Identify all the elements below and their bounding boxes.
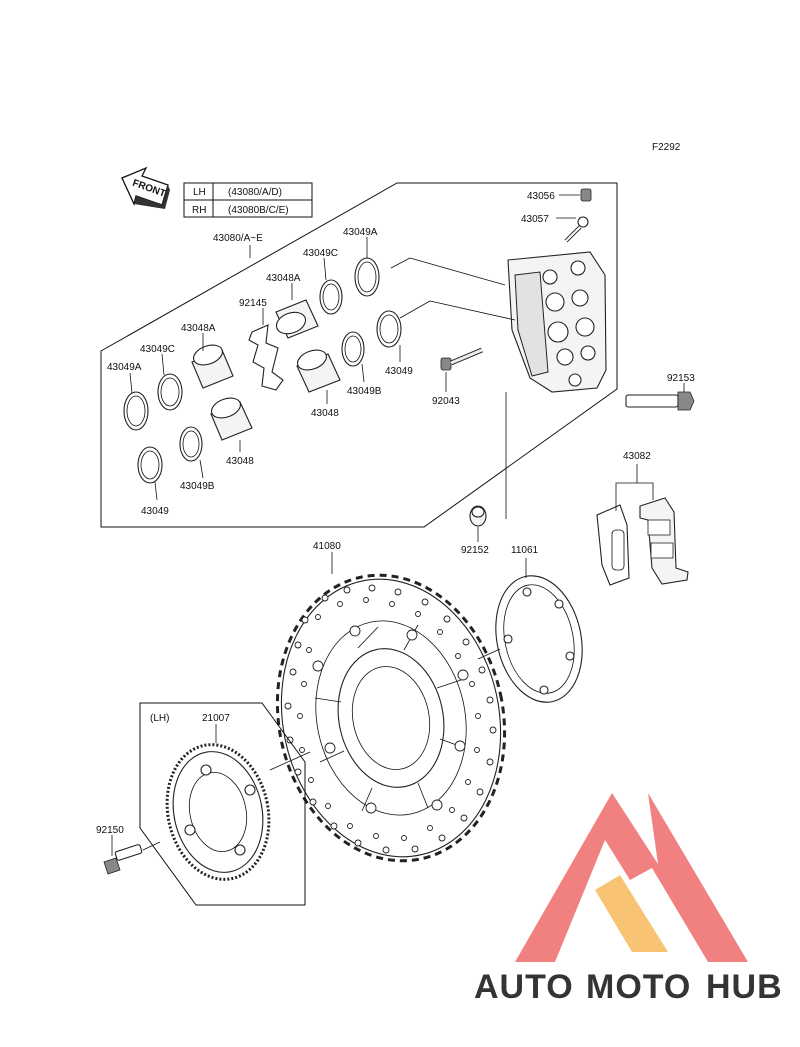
label-43049-right: 43049 [385,366,413,377]
label-43048a-left: 43048A [181,323,216,334]
front-arrow-icon: FRONT [121,166,170,209]
piston-43048a-top [275,299,319,339]
label-43049c-top: 43049C [303,248,338,259]
logo-text-hub: HUB [706,968,783,1006]
dust-seal-43049b-right [341,331,365,367]
dust-seal-43049c-top [319,279,343,315]
bleeder-valve [564,216,589,243]
label-21007: 21007 [202,713,230,724]
label-43049-left: 43049 [141,506,169,517]
label-43049a-left: 43049A [107,362,142,373]
label-11061: 11061 [511,545,539,556]
label-43049a-top: 43049A [343,227,378,238]
brake-disc [275,573,507,863]
label-92150: 92150 [96,825,124,836]
side-code-table: LH (43080/A/D) RH (43080B/C/E) [183,182,313,218]
abs-sensor-rotor [165,743,271,881]
label-41080: 41080 [313,541,341,552]
table-side-rh: RH [192,205,206,216]
lh-sensor-rotor-boundary [139,702,306,906]
label-assembly: 43080/A~E [213,233,263,244]
pad-pin [440,347,483,371]
piston-seal-43049-right [376,310,402,348]
brake-pad-set [596,497,689,586]
automotohub-logo: AUTO MOTO HUB [474,793,783,1006]
label-92152: 92152 [461,545,489,556]
label-43049b-left: 43049B [180,481,215,492]
brake-caliper-body [507,251,607,393]
piston-seal-43049a-left [123,391,149,431]
label-43049c-left: 43049C [140,344,175,355]
mounting-bolt [625,391,695,411]
label-43048a-top: 43048A [266,273,301,284]
table-codes-rh: (43080B/C/E) [228,205,289,216]
table-side-lh: LH [193,187,206,198]
label-43057: 43057 [521,214,549,225]
label-43082: 43082 [623,451,651,462]
disc-spacer-gasket [495,575,583,703]
label-43048-right: 43048 [311,408,339,419]
disc-bolt [103,844,143,875]
label-43049b-right: 43049B [347,386,382,397]
logo-text-moto: MOTO [586,968,691,1006]
piston-43048a-left [191,344,234,389]
piston-43048-right [296,349,341,393]
piston-43048-left [210,397,253,441]
pad-spring [248,324,284,391]
label-43056: 43056 [527,191,555,202]
dust-seal-43049b-left [179,426,203,462]
caliper-assembly-boundary [100,182,618,528]
label-92145: 92145 [239,298,267,309]
label-lh: (LH) [150,713,169,724]
table-codes-lh: (43080/A/D) [228,187,282,198]
piston-seal-43049-left [137,446,163,484]
bleeder-cap [580,188,592,202]
figure-code: F2292 [652,142,681,153]
dust-seal-43049c-left [157,373,183,411]
collar-spacer [469,505,487,527]
label-43048-left: 43048 [226,456,254,467]
logo-text-auto: AUTO [474,968,574,1006]
label-92043: 92043 [432,396,460,407]
label-92153: 92153 [667,373,695,384]
piston-seal-43049a-top [354,257,380,297]
